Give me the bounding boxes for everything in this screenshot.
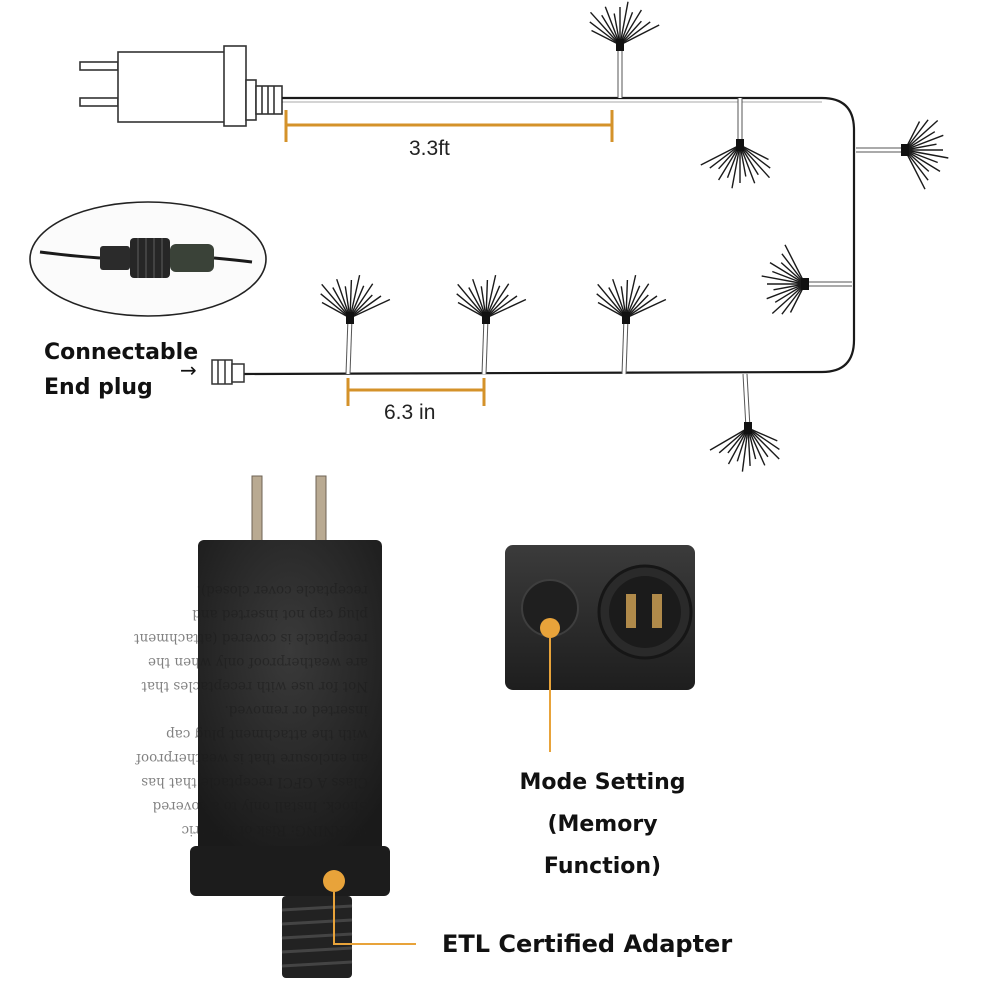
mode-marker-dot [540, 618, 560, 638]
adapter-label: ETL Certified Adapter [442, 930, 733, 958]
light-cluster [856, 119, 949, 190]
wall-plug-outline [79, 45, 283, 127]
bulb-spacing-label: 6.3 in [384, 401, 436, 424]
mode-setting-line2: (Memory Function) [543, 812, 662, 879]
adapter-warning-line: are weatherproof only when the [148, 654, 368, 670]
wire-cable [243, 96, 856, 376]
adapter-warning-line: plug cap not inserted and [192, 606, 368, 622]
light-cluster [596, 274, 667, 375]
light-cluster [761, 244, 852, 315]
adapter-warning-line: with the attachment plug cap [166, 726, 368, 742]
end-plug-line1: Connectable [44, 340, 199, 365]
end-plug-label: Connectable End plug [44, 335, 198, 405]
adapter-warning-line: WARNING: Risk of Electric [182, 822, 368, 838]
end-plug-line2: End plug [44, 375, 153, 400]
light-cluster [709, 373, 780, 472]
end-plug-connector [211, 359, 245, 385]
light-cluster [700, 98, 771, 189]
fairy-light-clusters [320, 1, 949, 472]
adapter-leader-line [333, 892, 416, 945]
adapter-marker-dot [323, 870, 345, 892]
mode-setting-line1: Mode Setting [519, 770, 686, 795]
light-cluster [456, 274, 527, 375]
light-cluster [589, 1, 660, 98]
adapter-warning-line: receptacle is covered (attachment [134, 630, 368, 646]
dimension-bar-lead [284, 110, 614, 142]
adapter-warning-line: receptacle cover closed). [197, 582, 368, 598]
connector-inset [29, 201, 267, 317]
light-cluster [320, 274, 391, 375]
adapter-warning-line: Shock. Install only to a covered [152, 798, 368, 814]
mode-setting-label: Mode Setting (Memory Function) [490, 762, 715, 888]
controller-box [505, 545, 695, 690]
adapter-illustration: WARNING: Risk of Electric Shock. Install … [134, 475, 390, 978]
dimension-bar-spacing [346, 378, 486, 406]
adapter-warning-line: an enclosure that is weatherproof [135, 750, 368, 766]
adapter-warning-line: Class A GFCI receptacle that has [141, 774, 368, 790]
lead-length-label: 3.3ft [409, 137, 450, 160]
adapter-warning-line: Not for use with receptacles that [141, 678, 368, 694]
end-plug-arrow: → [180, 358, 197, 382]
adapter-warning-line: inserted or removed. [224, 702, 368, 718]
